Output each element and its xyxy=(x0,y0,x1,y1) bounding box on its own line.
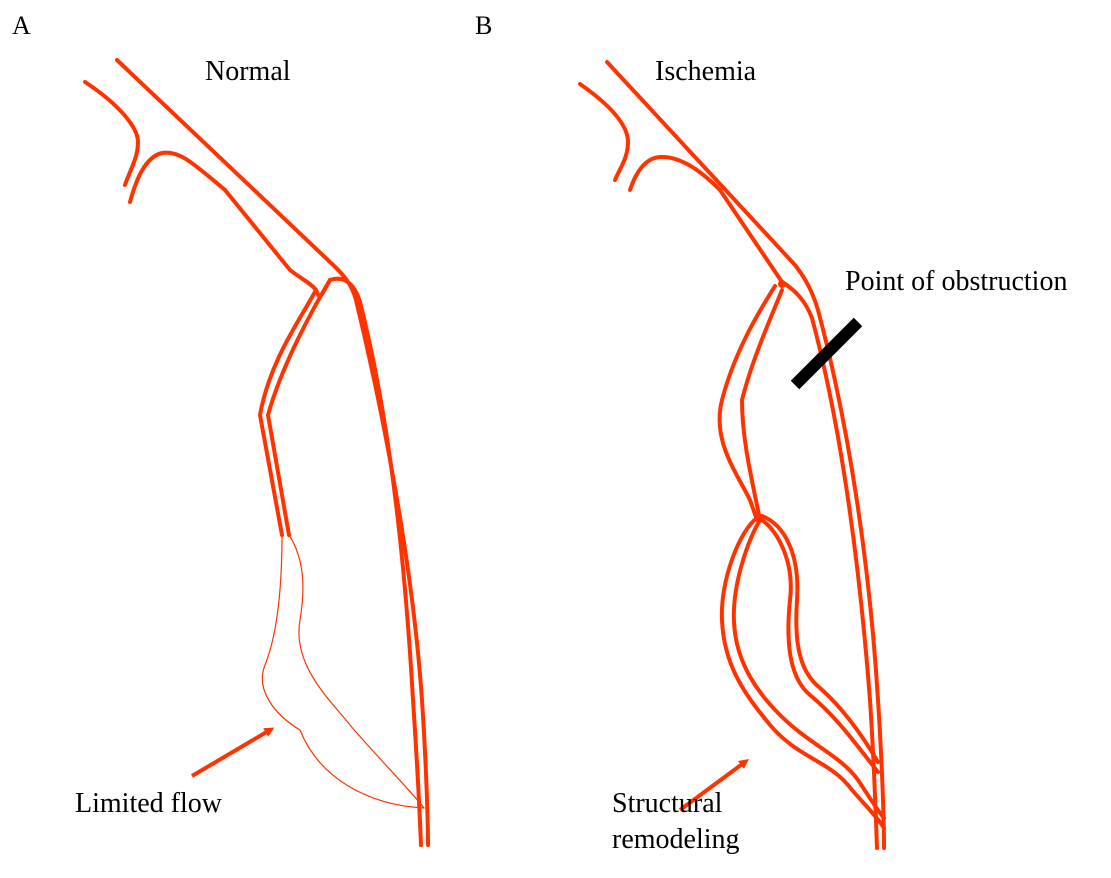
panel-a-title: Normal xyxy=(205,56,291,87)
panel-b-collateral-upper-left xyxy=(720,286,775,520)
panel-a-main-artery xyxy=(117,60,428,845)
panel-b-remodeling-label-line1: Structural xyxy=(612,788,723,819)
panel-b-collateral-upper-right xyxy=(742,290,782,520)
panel-b-side-branch-inner xyxy=(630,157,720,190)
panel-b: B Ischemia Point of obstruction xyxy=(475,11,1067,855)
panel-b-letter: B xyxy=(475,11,492,40)
panel-b-artery-inner-wall xyxy=(720,190,782,282)
panel-b-side-branch-outer xyxy=(580,84,628,180)
panel-b-title: Ischemia xyxy=(655,56,757,87)
panel-b-side-branch xyxy=(580,84,720,190)
panel-a-limited-flow-arrow xyxy=(192,730,270,776)
panel-a-side-branch-outer xyxy=(85,82,138,185)
panel-b-collateral xyxy=(720,286,884,828)
panel-a-artery-outer-wall xyxy=(117,60,428,845)
panel-b-collateral-loop-outer-2 xyxy=(734,520,884,818)
panel-a: A Normal Limited flow xyxy=(12,11,428,845)
panel-a-artery-inner-wall xyxy=(225,190,330,296)
panel-a-limited-flow-label: Limited flow xyxy=(75,788,223,819)
panel-a-side-branch-inner xyxy=(130,153,225,202)
panel-a-letter: A xyxy=(12,11,31,40)
panel-a-thin-vessel-left xyxy=(262,535,424,808)
panel-b-collateral-loop-inner-2 xyxy=(762,516,878,762)
panel-b-remodeling-label-line2: remodeling xyxy=(612,824,740,855)
panel-b-branch-node xyxy=(778,280,786,288)
panel-b-obstruction-label: Point of obstruction xyxy=(845,266,1067,297)
